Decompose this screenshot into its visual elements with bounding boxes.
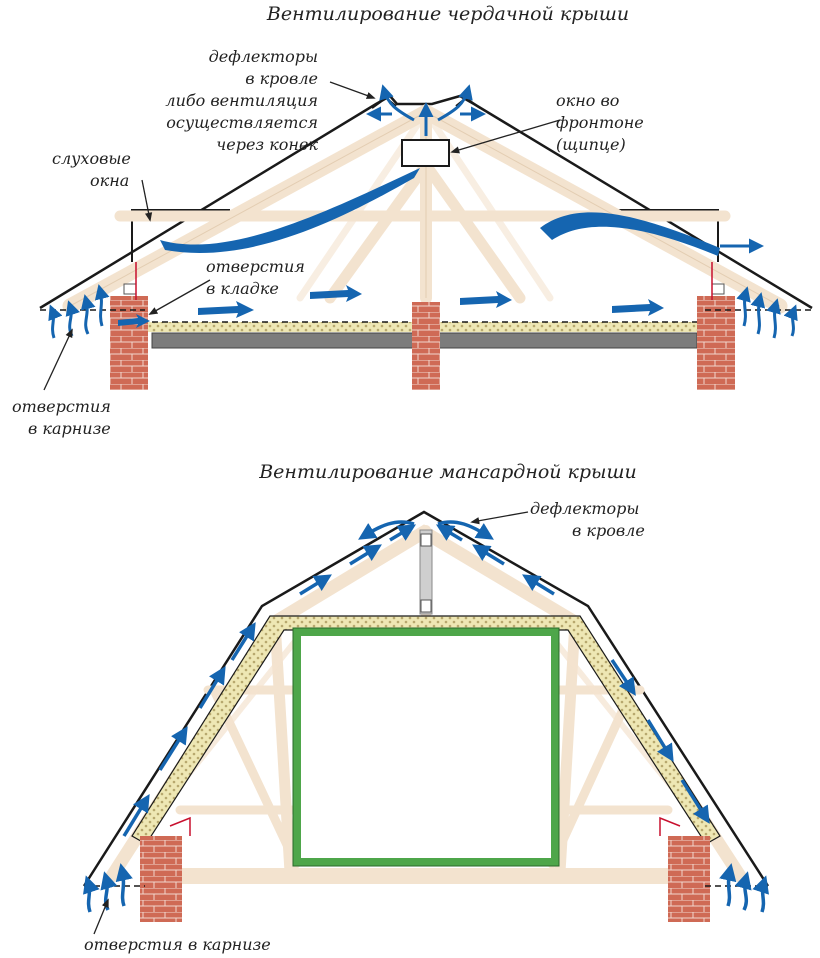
svg-text:в кладке: в кладке — [206, 279, 279, 298]
svg-text:дефлекторы: дефлекторы — [530, 499, 639, 518]
room-frame — [293, 628, 559, 866]
svg-text:слуховые: слуховые — [52, 149, 131, 168]
svg-text:в кровле: в кровле — [245, 69, 318, 88]
gable-window-label: окно во фронтоне (щипце) — [556, 91, 644, 154]
svg-text:дефлекторы: дефлекторы — [209, 47, 318, 66]
ceiling-slab-right — [434, 332, 698, 349]
svg-text:через конек: через конек — [216, 135, 318, 154]
dormer-label: слуховые окна — [52, 149, 131, 190]
svg-text:(щипце): (щипце) — [556, 135, 626, 154]
svg-text:фронтоне: фронтоне — [556, 113, 644, 132]
brick-wall-center — [412, 302, 440, 390]
attic-airflow — [118, 168, 720, 328]
attic-roof-section — [39, 81, 813, 391]
attic-title: Вентилирование чердачной крыши — [266, 3, 629, 25]
svg-text:в кровле: в кровле — [572, 521, 645, 540]
eave-holes-label: отверстия в карнизе — [12, 397, 111, 438]
mansard-brick-left — [140, 836, 182, 922]
svg-text:отверстия: отверстия — [206, 257, 305, 276]
mansard-brick-right — [668, 836, 710, 922]
svg-text:либо вентиляция: либо вентиляция — [165, 91, 318, 110]
svg-text:окно во: окно во — [556, 91, 619, 110]
mansard-title: Вентилирование мансардной крыши — [258, 461, 637, 483]
mansard-roof-section — [82, 510, 770, 935]
brick-wall-left — [110, 296, 148, 390]
mansard-eave-holes-label: отверстия в карнизе — [84, 935, 271, 954]
masonry-holes-label: отверстия в кладке — [206, 257, 305, 298]
svg-text:осуществляется: осуществляется — [166, 113, 318, 132]
mansard-roof-line — [82, 510, 770, 887]
ceiling-slab-left — [151, 332, 421, 349]
mansard-airflow — [83, 520, 769, 913]
svg-text:в карнизе: в карнизе — [28, 419, 111, 438]
mansard-deflectors-label: дефлекторы в кровле — [530, 499, 645, 540]
svg-text:отверстия: отверстия — [12, 397, 111, 416]
brick-wall-right — [697, 296, 735, 390]
gable-window — [401, 139, 450, 167]
svg-text:окна: окна — [90, 171, 129, 190]
attic-deflectors-label: дефлекторы в кровле либо вентиляция осущ… — [165, 47, 318, 154]
dormer-outline — [131, 209, 719, 262]
